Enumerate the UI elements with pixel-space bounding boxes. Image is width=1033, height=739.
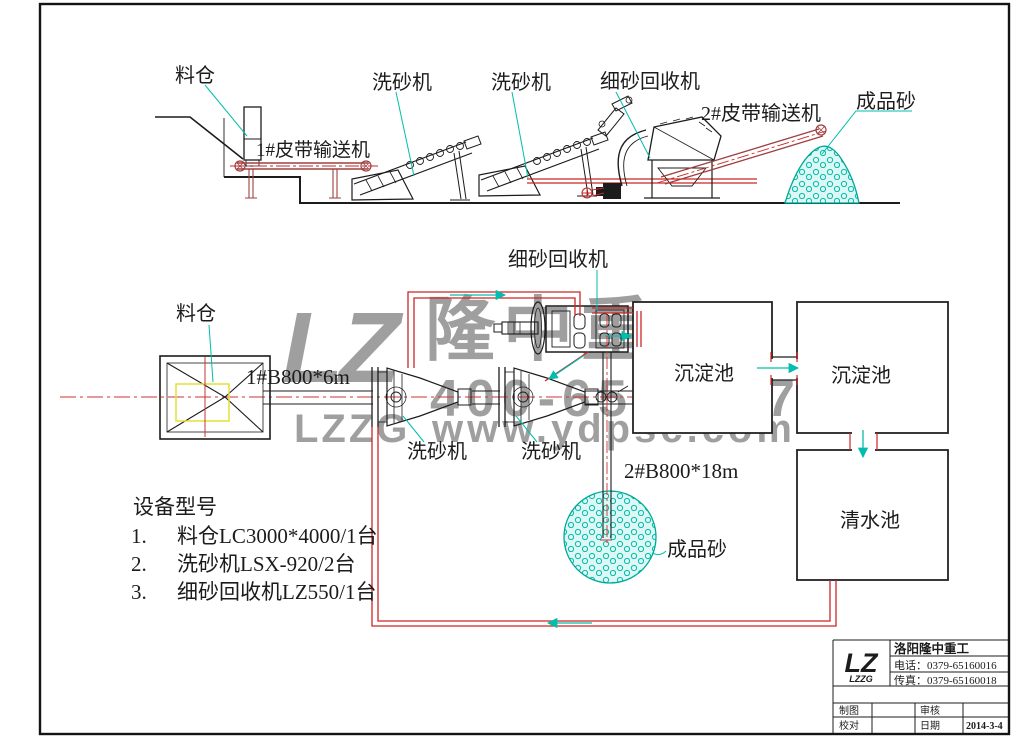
drawing-border: [38, 2, 1011, 736]
label-washer2-elev: 洗砂机: [491, 71, 551, 94]
title-block: LZ LZZG 洛阳隆中重工 电话：0379-65160016 传真：0379-…: [832, 639, 1009, 733]
label-recycler-elev: 细砂回收机: [600, 70, 700, 93]
label-sand-plan: 成品砂: [667, 538, 727, 561]
clear-water-pool: [796, 449, 949, 581]
cell-proof-label: 校对: [839, 719, 859, 732]
equipment-item-1-no: 1.: [131, 524, 147, 548]
equipment-item-3-text: 细砂回收机LZ550/1台: [177, 580, 377, 604]
washer-2-elevation: [478, 131, 609, 197]
cell-draw-label: 制图: [839, 704, 859, 717]
return-water-pipe: [371, 427, 837, 627]
label-belt1-elev: 1#皮带输送机: [256, 139, 370, 161]
watermark-site-prefix: LZZG: [294, 407, 410, 451]
company-name: 洛阳隆中重工: [894, 641, 970, 656]
equipment-list: 设备型号 1. 料仓LC3000*4000/1台 2. 洗砂机LSX-920/2…: [131, 495, 378, 604]
channel-pool1-pool2: [772, 356, 797, 381]
equipment-item-1-text: 料仓LC3000*4000/1台: [177, 524, 378, 548]
label-belt1-spec: 1#B800*6m: [246, 365, 350, 389]
elevation-view: 料仓 1#皮带输送机 洗砂机 洗砂机 细砂回收机 2#皮带输送机 成品砂: [155, 64, 916, 204]
label-pool1: 沉淀池: [674, 362, 734, 385]
label-hopper-plan: 料仓: [176, 302, 216, 325]
company-fax: 传真：0379-65160018: [894, 673, 997, 687]
company-phone: 电话：0379-65160016: [894, 659, 997, 672]
elevation-leader-lines: [204, 84, 912, 179]
belt-conveyor-1-elevation: [230, 160, 378, 199]
label-clear-pool: 清水池: [840, 509, 900, 532]
equipment-item-2-no: 2.: [131, 552, 147, 576]
washer-1-elevation: [351, 135, 482, 201]
pipe-washer1-to-recycler: [407, 291, 581, 368]
sand-pile-plan: [563, 490, 657, 584]
pools: [632, 301, 949, 581]
label-recycler-plan: 细砂回收机: [508, 248, 608, 271]
fine-sand-recycler-elevation: [581, 95, 722, 199]
pipe-recycler-to-pool1: [592, 307, 642, 347]
label-pool2: 沉淀池: [831, 364, 891, 387]
equipment-list-title: 设备型号: [133, 495, 217, 519]
label-washer1-plan: 洗砂机: [407, 440, 467, 463]
equipment-item-3-no: 3.: [131, 580, 147, 604]
cell-review-label: 审核: [920, 704, 940, 717]
plan-view: 料仓 1#B800*6m 细砂回收机 洗砂机 洗砂机 沉淀池 沉淀池 清水池 2…: [60, 248, 949, 629]
flow-arrow-to-washer2: [548, 355, 584, 380]
plan-leader-lines: [208, 270, 667, 556]
label-belt2-spec: 2#B800*18m: [624, 459, 738, 483]
belt-conveyor-2-plan: [602, 352, 612, 538]
slurry-pipe-elevation: [527, 178, 757, 184]
cell-date-label: 日期: [920, 720, 940, 732]
belt-conveyor-1-plan: [263, 390, 633, 405]
hopper-opening: [175, 383, 230, 422]
titleblock-logo: LZ: [845, 648, 879, 678]
belt-conveyor-2-elevation: [656, 124, 827, 185]
label-washer1-elev: 洗砂机: [372, 71, 432, 94]
label-sand-elev: 成品砂: [856, 90, 916, 113]
watermark-char-1: 隆: [425, 291, 496, 369]
equipment-item-2-text: 洗砂机LSX-920/2台: [177, 552, 356, 576]
ground-line: [224, 176, 900, 204]
pump: [603, 183, 621, 199]
label-belt2-elev: 2#皮带输送机: [701, 102, 821, 125]
hopper-plan: [159, 355, 271, 440]
label-hopper-elev: 料仓: [175, 64, 215, 87]
sand-pile-elevation: [784, 145, 860, 204]
label-washer2-plan: 洗砂机: [521, 440, 581, 463]
titleblock-logo-sub: LZZG: [849, 674, 873, 684]
sedimentation-pool-1: [632, 301, 773, 434]
channel-pool2-clear: [849, 433, 878, 450]
cell-date-value: 2014-3-4: [966, 721, 1003, 732]
